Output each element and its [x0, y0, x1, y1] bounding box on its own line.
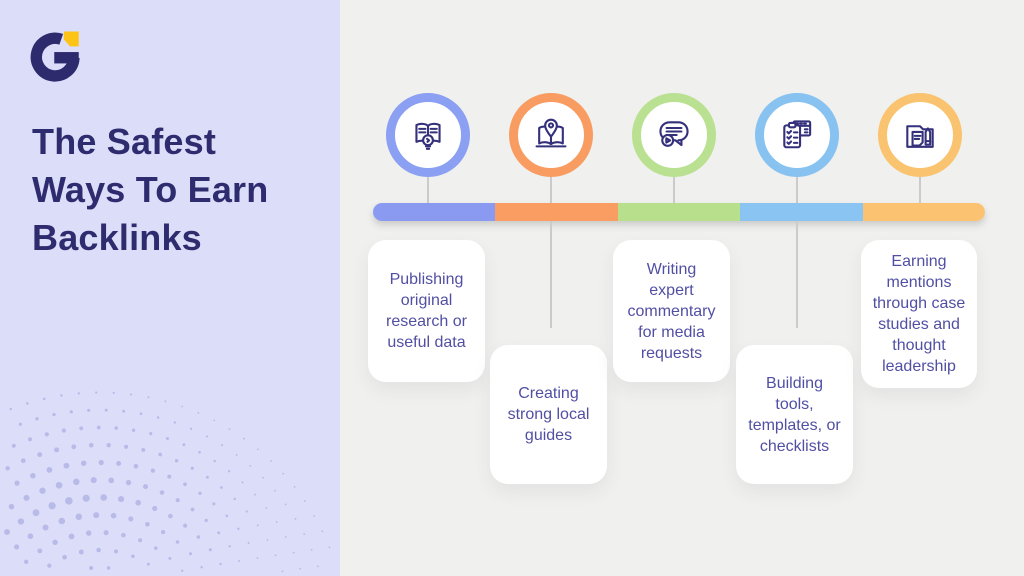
- card-label: Publishing original research or useful d…: [386, 271, 467, 351]
- speech-bubble-play-icon: [659, 121, 689, 147]
- bar-segment-3: [617, 203, 741, 221]
- timeline-node-4: [755, 93, 839, 177]
- card-label: Creating strong local guides: [507, 385, 590, 444]
- timeline-node-5: [878, 93, 962, 177]
- page-title: The Safest Ways To Earn Backlinks: [32, 118, 312, 262]
- connector-line: [673, 177, 675, 203]
- connector-line: [919, 177, 921, 203]
- connector-line: [427, 177, 429, 203]
- sidebar: The Safest Ways To Earn Backlinks: [0, 0, 340, 576]
- timeline-node-2: [509, 93, 593, 177]
- bar-segment-5: [862, 203, 985, 221]
- timeline-card-3: Writing expert commentary for media requ…: [613, 240, 730, 382]
- connector-line: [550, 177, 552, 203]
- halftone-dots-decoration: [4, 391, 331, 573]
- title-line: Ways To Earn: [32, 169, 269, 210]
- timeline-card-5: Earning mentions through case studies an…: [861, 240, 977, 388]
- timeline-card-4: Building tools, templates, or checklists: [736, 345, 853, 484]
- clipboard-checklist-icon: [783, 120, 812, 149]
- connector-line: [796, 177, 798, 203]
- bar-segment-2: [495, 203, 618, 221]
- timeline-card-2: Creating strong local guides: [490, 345, 607, 484]
- timeline-card-1: Publishing original research or useful d…: [368, 240, 485, 382]
- connector-line: [796, 221, 798, 328]
- timeline-panel: Publishing original research or useful d…: [340, 0, 1024, 576]
- logo-g-icon: [30, 31, 80, 82]
- card-label: Writing expert commentary for media requ…: [627, 260, 716, 362]
- bar-segment-4: [740, 203, 863, 221]
- connector-line: [550, 221, 552, 328]
- bar-segment-1: [373, 203, 496, 221]
- title-line: The Safest: [32, 121, 217, 162]
- card-label: Earning mentions through case studies an…: [872, 253, 966, 375]
- book-location-pin-icon: [535, 118, 567, 148]
- title-line: Backlinks: [32, 217, 202, 258]
- timeline-node-3: [632, 93, 716, 177]
- card-label: Building tools, templates, or checklists: [748, 374, 841, 455]
- folder-document-pen-icon: [906, 125, 934, 148]
- logo-yellow-flag: [63, 31, 79, 47]
- brand-logo: [28, 28, 84, 84]
- timeline-node-1: [386, 93, 470, 177]
- timeline-bar: [373, 203, 985, 221]
- book-lightbulb-icon: [415, 122, 441, 150]
